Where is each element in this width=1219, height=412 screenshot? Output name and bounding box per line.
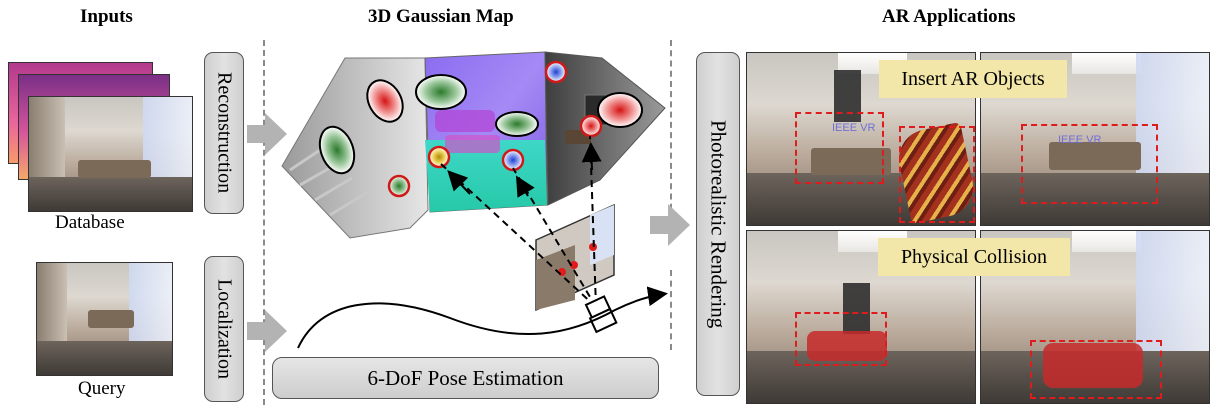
localization-label: Localization [213, 279, 236, 379]
room-sofa [1049, 142, 1141, 170]
room-sofa [77, 159, 152, 178]
database-caption: Database [55, 212, 125, 233]
rendering-box: Photorealistic Rendering [696, 52, 740, 396]
rendering-arrow [650, 204, 690, 246]
header-ar-applications: AR Applications [882, 6, 1016, 27]
reconstruction-arrow [247, 113, 287, 155]
query-caption: Query [78, 378, 126, 399]
collision-object [807, 331, 887, 361]
geometry-wall [281, 57, 429, 239]
gaussian-ellipses [318, 60, 643, 198]
rendering-label: Photorealistic Rendering [706, 119, 731, 329]
reconstruction-box: Reconstruction [204, 52, 244, 214]
separator-left [263, 40, 265, 405]
localization-box: Localization [204, 256, 244, 402]
reconstruction-label: Reconstruction [213, 72, 236, 194]
header-3d-gaussian-map: 3D Gaussian Map [368, 6, 514, 27]
separator-right-bottom [670, 270, 672, 350]
camera-icon [584, 295, 618, 334]
room-window [842, 282, 871, 335]
ar-panel-insert-right [980, 52, 1210, 226]
room-window [1136, 231, 1209, 352]
ar-panel-collision-left [746, 230, 976, 404]
image-plane [535, 203, 615, 312]
room-sofa [88, 310, 135, 328]
separator-right-top [670, 40, 672, 220]
header-inputs: Inputs [80, 6, 133, 27]
query-image [36, 262, 173, 376]
watermark-ieee-vr-left: IEEE VR [832, 122, 876, 134]
camera-trajectory [297, 286, 668, 349]
room-floor [29, 176, 192, 211]
ar-box-collision-left [795, 312, 887, 366]
ar-box-insert-right [1021, 124, 1158, 204]
room-floor [37, 341, 172, 375]
database-image-front [28, 96, 193, 212]
room-window [1136, 53, 1209, 174]
projection-arrows [447, 142, 602, 198]
room-floor [981, 173, 1209, 225]
watermark-ieee-vr-right: IEEE VR [1058, 134, 1102, 146]
room-window [143, 97, 192, 177]
tag-insert-ar-objects: Insert AR Objects [879, 60, 1067, 98]
ar-panel-collision-right [980, 230, 1210, 404]
ar-box-collision-right [1030, 340, 1162, 399]
tag-physical-collision: Physical Collision [878, 238, 1070, 276]
ar-box-insert-left [795, 112, 884, 184]
localization-arrow [247, 310, 287, 352]
pose-estimation-label: 6-DoF Pose Estimation [367, 365, 564, 390]
ar-box-pillow [899, 126, 975, 223]
pose-estimation-box: 6-DoF Pose Estimation [272, 357, 659, 399]
room-ceiling-light [1072, 231, 1141, 252]
room-sofa [810, 147, 891, 176]
collision-object [1043, 343, 1143, 388]
room-ceiling-light [1072, 53, 1141, 74]
room-window [128, 263, 172, 342]
